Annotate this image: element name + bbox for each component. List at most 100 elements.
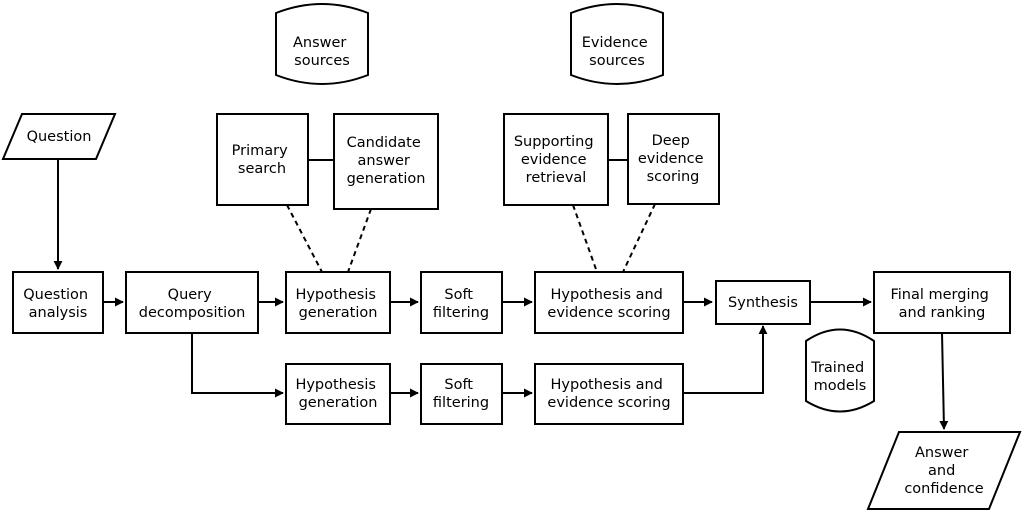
process-box xyxy=(715,280,811,325)
node-label-line: generation xyxy=(299,305,378,321)
node-label-line: and xyxy=(928,463,955,479)
edge-hypothesis-evidence-scoring-bottom-to-synthesis xyxy=(683,325,768,394)
node-label-line: Answer xyxy=(915,445,968,461)
process-box xyxy=(125,271,259,334)
node-label: Primary search xyxy=(232,143,293,177)
node-label-line: Hypothesis and xyxy=(551,377,663,393)
edge-supporting-evidence-retrieval-to-hypothesis-evidence-scoring-top xyxy=(572,204,598,273)
node-soft-filtering-top: Soft filtering xyxy=(420,271,503,334)
node-label: Query decomposition xyxy=(139,287,246,321)
node-candidate-answer-generation: Candidate answer generation xyxy=(333,113,439,210)
node-answer-sources: Answer sources xyxy=(275,3,369,85)
node-hypothesis-evidence-scoring-top: Hypothesis and evidence scoring xyxy=(534,271,684,334)
process-box xyxy=(503,113,609,206)
process-box xyxy=(216,113,309,206)
node-label: Hypothesis generation xyxy=(295,287,380,321)
node-question: Question xyxy=(1,113,117,160)
process-box xyxy=(420,363,503,425)
edge-candidate-answer-generation-to-hypothesis-generation-top xyxy=(347,208,372,273)
node-label-line: evidence xyxy=(638,151,704,167)
process-box xyxy=(285,271,391,334)
input-parallelogram xyxy=(1,113,117,160)
process-box xyxy=(534,363,684,425)
node-label: Final merging and ranking xyxy=(890,287,993,321)
node-synthesis: Synthesis xyxy=(715,280,811,325)
node-soft-filtering-bottom: Soft filtering xyxy=(420,363,503,425)
node-label-line: answer xyxy=(358,153,410,169)
node-label: Soft filtering xyxy=(433,377,489,411)
node-label-line: sources xyxy=(294,53,350,69)
node-label-line: evidence scoring xyxy=(547,305,670,321)
node-label: Evidence sources xyxy=(582,35,653,69)
node-label-line: retrieval xyxy=(526,170,587,186)
edge-deep-evidence-scoring-to-hypothesis-evidence-scoring-top xyxy=(622,203,656,273)
nodes-layer: Question Question analysis Query decompo… xyxy=(1,3,1022,510)
node-hypothesis-generation-bottom: Hypothesis generation xyxy=(285,363,391,425)
node-label: Hypothesis and evidence scoring xyxy=(547,287,670,321)
node-label-line: Hypothesis xyxy=(295,287,376,303)
process-box xyxy=(873,271,1011,334)
database-cylinder xyxy=(275,3,369,85)
node-label-line: Final merging xyxy=(890,287,988,303)
node-label-line: filtering xyxy=(433,395,489,411)
node-evidence-sources: Evidence sources xyxy=(570,3,664,85)
node-hypothesis-evidence-scoring-bottom: Hypothesis and evidence scoring xyxy=(534,363,684,425)
node-deep-evidence-scoring: Deep evidence scoring xyxy=(627,113,720,205)
node-label: Supporting evidence retrieval xyxy=(514,134,598,186)
node-label-line: Synthesis xyxy=(728,295,798,311)
process-box xyxy=(285,363,391,425)
node-label-line: Answer xyxy=(293,35,346,51)
node-label-line: sources xyxy=(589,53,645,69)
node-label: Hypothesis and evidence scoring xyxy=(547,377,670,411)
node-label-line: filtering xyxy=(433,305,489,321)
edge-final-merging-ranking-to-answer-confidence xyxy=(939,332,949,430)
node-label-line: Soft xyxy=(444,287,473,303)
node-label-line: Candidate xyxy=(347,135,421,151)
node-final-merging-ranking: Final merging and ranking xyxy=(873,271,1011,334)
node-label-line: Question xyxy=(23,287,88,303)
node-label-line: confidence xyxy=(904,481,983,497)
node-label-line: Trained xyxy=(810,360,864,376)
node-label-line: Hypothesis and xyxy=(551,287,663,303)
node-label-line: Deep xyxy=(652,133,690,149)
database-cylinder xyxy=(570,3,664,85)
node-label-line: decomposition xyxy=(139,305,246,321)
node-label: Soft filtering xyxy=(433,287,489,321)
node-label-line: evidence xyxy=(521,152,587,168)
node-label-line: generation xyxy=(347,171,426,187)
node-label-line: search xyxy=(238,161,286,177)
node-label: Deep evidence scoring xyxy=(638,133,708,185)
node-label-line: generation xyxy=(299,395,378,411)
process-box xyxy=(627,113,720,205)
node-query-decomposition: Query decomposition xyxy=(125,271,259,334)
node-label: Question xyxy=(27,129,92,145)
process-box xyxy=(534,271,684,334)
node-label: Answer and confidence xyxy=(904,445,983,497)
node-label-line: evidence scoring xyxy=(547,395,670,411)
node-label-line: Question xyxy=(27,129,92,145)
node-label: Candidate answer generation xyxy=(347,135,426,187)
process-box xyxy=(12,271,104,334)
node-trained-models: Trained models xyxy=(805,328,875,413)
node-label-line: scoring xyxy=(647,169,700,185)
output-parallelogram xyxy=(866,431,1022,510)
node-primary-search: Primary search xyxy=(216,113,309,206)
node-hypothesis-generation-top: Hypothesis generation xyxy=(285,271,391,334)
node-label: Question analysis xyxy=(23,287,92,321)
node-label-line: and ranking xyxy=(899,305,986,321)
edge-primary-search-to-hypothesis-generation-top xyxy=(286,204,323,273)
node-label-line: models xyxy=(814,378,867,394)
node-label-line: Supporting xyxy=(514,134,594,150)
node-question-analysis: Question analysis xyxy=(12,271,104,334)
node-answer-confidence: Answer and confidence xyxy=(866,431,1022,510)
node-label-line: Primary xyxy=(232,143,288,159)
process-box xyxy=(333,113,439,210)
node-label: Trained models xyxy=(810,360,869,394)
node-label-line: Query xyxy=(168,287,212,303)
node-label: Answer sources xyxy=(293,35,351,69)
node-label-line: Evidence xyxy=(582,35,648,51)
edge-query-decomposition-to-hypothesis-generation-bottom xyxy=(191,333,284,398)
database-cylinder xyxy=(805,328,875,413)
node-label: Hypothesis generation xyxy=(295,377,380,411)
